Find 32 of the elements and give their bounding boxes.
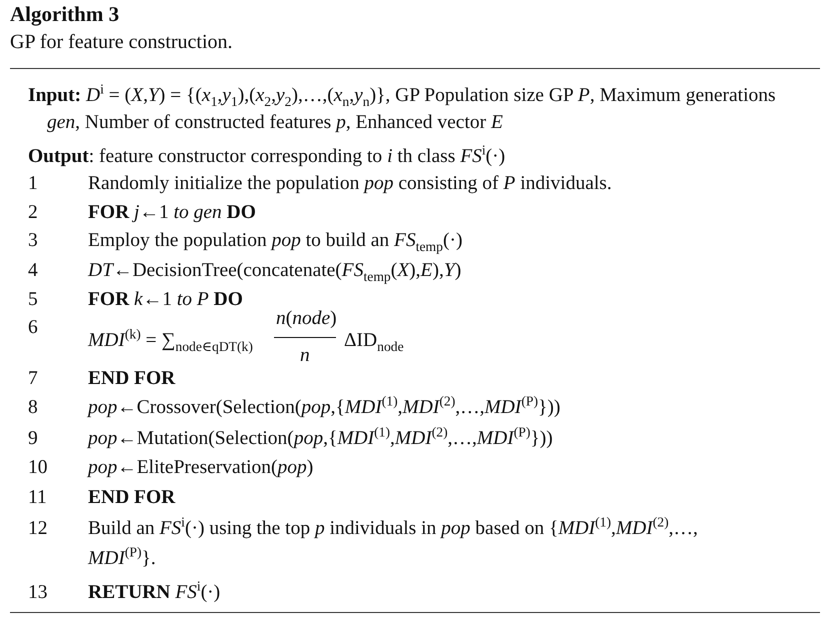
pseudocode-line: pop←ElitePreservation(pop) bbox=[88, 456, 314, 480]
pseudocode-line: Randomly initialize the population pop consisting of P individuals. bbox=[88, 172, 612, 196]
pseudocode-line: FOR k←1 to P DO bbox=[88, 288, 243, 312]
pseudocode-line: pop←Mutation(Selection(pop,{MDI$^{(1)}$,MDI$^{(2)}$,…,MDI$^{(P)}$})) bbox=[88, 424, 553, 451]
line-number: 9 bbox=[28, 427, 38, 451]
line-number: 5 bbox=[28, 288, 38, 312]
output-line: Output: feature constructor corresponding to i th class FS$^{i}$(·) bbox=[28, 142, 506, 169]
pseudocode-line: pop←Crossover(Selection(pop,{MDI$^{(1)}$,MDI$^{(2)}$,…,MDI$^{(P)}$})) bbox=[88, 393, 560, 420]
fraction-numerator: n(node) bbox=[276, 307, 337, 331]
pseudocode-line: Employ the population pop to build an FS$_{temp}$(·) bbox=[88, 229, 462, 255]
line-number: 8 bbox=[28, 396, 38, 420]
caption: GP for feature construction. bbox=[10, 30, 233, 55]
pseudocode-line: END FOR bbox=[88, 486, 176, 510]
pseudocode-line: DT←DecisionTree(concatenate(FS$_{temp}$(X),E),Y) bbox=[88, 259, 462, 285]
line-number: 7 bbox=[28, 367, 38, 391]
fraction-denominator: n bbox=[300, 344, 310, 368]
pseudocode-line: MDI$^{(k)}$ = ∑$_{node∈qDT(k)}$ bbox=[88, 326, 253, 355]
line-number: 10 bbox=[28, 456, 48, 480]
algorithm-title: Algorithm 3 bbox=[10, 1, 120, 28]
line-number: 2 bbox=[28, 201, 38, 225]
pseudocode-line: RETURN FS$^{i}$(·) bbox=[88, 578, 220, 605]
line-number: 4 bbox=[28, 259, 38, 283]
line-number: 3 bbox=[28, 229, 38, 253]
pseudocode-line: FOR j←1 to gen DO bbox=[88, 201, 256, 225]
pseudocode-line: Build an FS$^{i}$(·) using the top p individuals in pop based on {MDI$^{(1)}$,MDI$^{(2)}$,…, MDI$^{(P)}$}. bbox=[88, 514, 699, 571]
pseudocode-line: END FOR bbox=[88, 367, 176, 391]
line-number: 1 bbox=[28, 172, 38, 196]
line-number: 12 bbox=[28, 517, 48, 541]
line-number: 13 bbox=[28, 581, 48, 605]
line-number: 11 bbox=[28, 486, 47, 510]
line-number: 6 bbox=[28, 316, 38, 340]
pseudocode-line: ΔID$_{node}$ bbox=[344, 329, 404, 355]
